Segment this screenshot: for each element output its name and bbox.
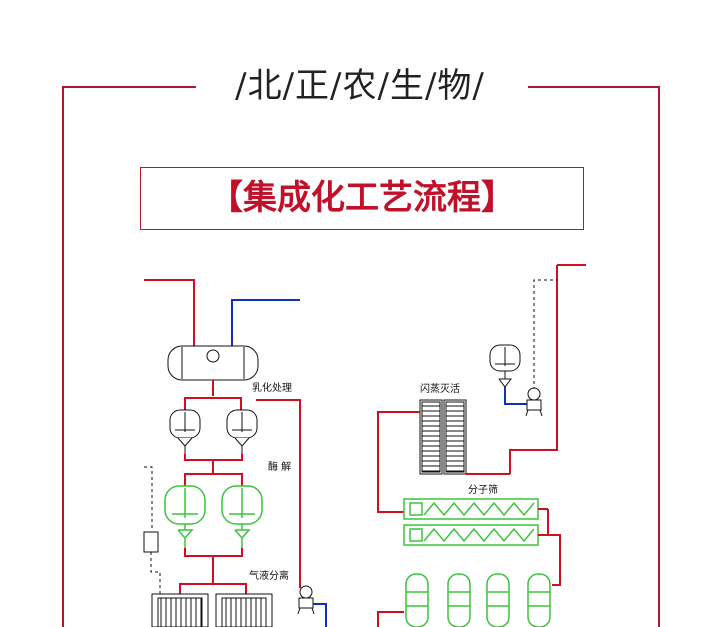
column-4 <box>527 573 551 627</box>
side-filter <box>143 531 159 553</box>
frame-top-right <box>528 86 660 88</box>
storage-tank <box>167 345 259 381</box>
brand-title: /北/正/农/生/物/ <box>235 66 485 106</box>
label-molecular-sieve: 分子筛 <box>468 483 498 496</box>
molecular-sieve-unit-1 <box>403 498 539 520</box>
pump-right <box>525 387 543 417</box>
reactor-top-right <box>489 344 521 388</box>
separator-2 <box>215 593 273 627</box>
feed-pipe-red <box>144 279 195 346</box>
emulsify-reactor-1 <box>169 409 201 454</box>
label-enzymolysis: 酶 解 <box>268 460 291 473</box>
column-1 <box>405 573 429 627</box>
label-gas-liquid: 气液分离 <box>249 569 289 582</box>
label-emulsify: 乳化处理 <box>252 381 292 394</box>
emulsify-reactor-2 <box>226 409 258 454</box>
separator-1 <box>151 593 209 627</box>
frame-right <box>658 86 660 627</box>
label-flash-sterilize: 闪蒸灭活 <box>420 382 460 395</box>
enzyme-reactor-1 <box>164 485 206 548</box>
frame-left <box>62 86 64 627</box>
frame-top-left <box>62 86 196 88</box>
feed-pipe-blue <box>231 299 300 346</box>
enzyme-reactor-2 <box>221 485 263 548</box>
pump-left <box>297 585 315 615</box>
column-2 <box>447 573 471 627</box>
flash-sterilizer <box>419 399 467 475</box>
molecular-sieve-unit-2 <box>403 524 539 546</box>
column-3 <box>486 573 510 627</box>
process-title: 【集成化工艺流程】 <box>140 167 584 230</box>
